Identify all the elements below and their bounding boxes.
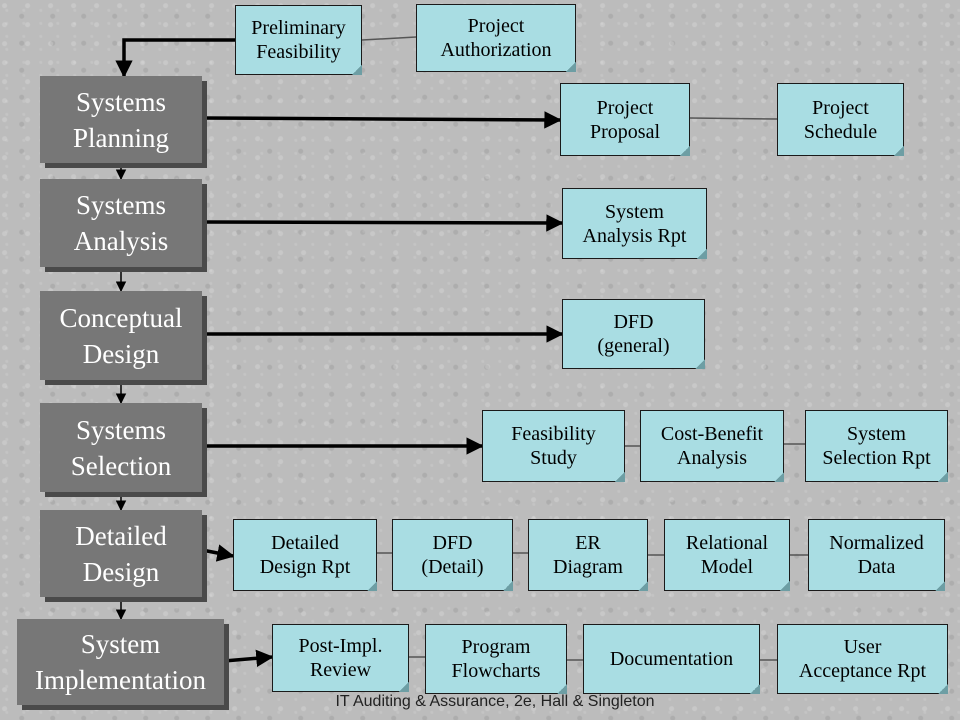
doc-project-authorization: Project Authorization — [416, 4, 576, 72]
doc-project-schedule: Project Schedule — [777, 83, 904, 156]
doc-relational-model: Relational Model — [664, 519, 790, 591]
doc-post-impl-review: Post-Impl. Review — [272, 624, 409, 692]
phase-conceptual-design: Conceptual Design — [40, 291, 202, 380]
phase-systems-selection: Systems Selection — [40, 403, 202, 492]
doc-cost-benefit-analysis: Cost-Benefit Analysis — [640, 410, 784, 482]
doc-project-proposal: Project Proposal — [560, 83, 690, 156]
doc-program-flowcharts: Program Flowcharts — [425, 624, 567, 694]
doc-detailed-design-rpt: Detailed Design Rpt — [233, 519, 377, 591]
doc-system-selection-rpt: System Selection Rpt — [805, 410, 948, 482]
footer-citation: IT Auditing & Assurance, 2e, Hall & Sing… — [335, 693, 655, 710]
doc-feasibility-study: Feasibility Study — [482, 410, 625, 482]
link-feasibility-authorization — [361, 36, 417, 41]
arrow-analysis-report — [201, 214, 564, 232]
phase-system-implementation: System Implementation — [17, 619, 224, 705]
phase-systems-planning: Systems Planning — [40, 76, 202, 163]
arrow-detailed-design-rpt — [201, 544, 235, 562]
doc-er-diagram: ER Diagram — [528, 519, 648, 591]
doc-documentation: Documentation — [583, 624, 760, 694]
doc-user-acceptance-rpt: User Acceptance Rpt — [777, 624, 948, 694]
link-proposal-schedule — [689, 117, 778, 120]
doc-dfd-general: DFD (general) — [562, 299, 705, 369]
phase-detailed-design: Detailed Design — [40, 510, 202, 597]
doc-preliminary-feasibility: Preliminary Feasibility — [235, 5, 362, 75]
arrow-implementation-review — [223, 649, 274, 668]
arrow-planning-proposal — [201, 111, 562, 129]
phase-systems-analysis: Systems Analysis — [40, 179, 202, 267]
doc-normalized-data: Normalized Data — [808, 519, 945, 591]
arrow-feasibility-to-planning — [115, 38, 235, 78]
doc-system-analysis-rpt: System Analysis Rpt — [562, 188, 707, 259]
doc-dfd-detail: DFD (Detail) — [392, 519, 513, 591]
